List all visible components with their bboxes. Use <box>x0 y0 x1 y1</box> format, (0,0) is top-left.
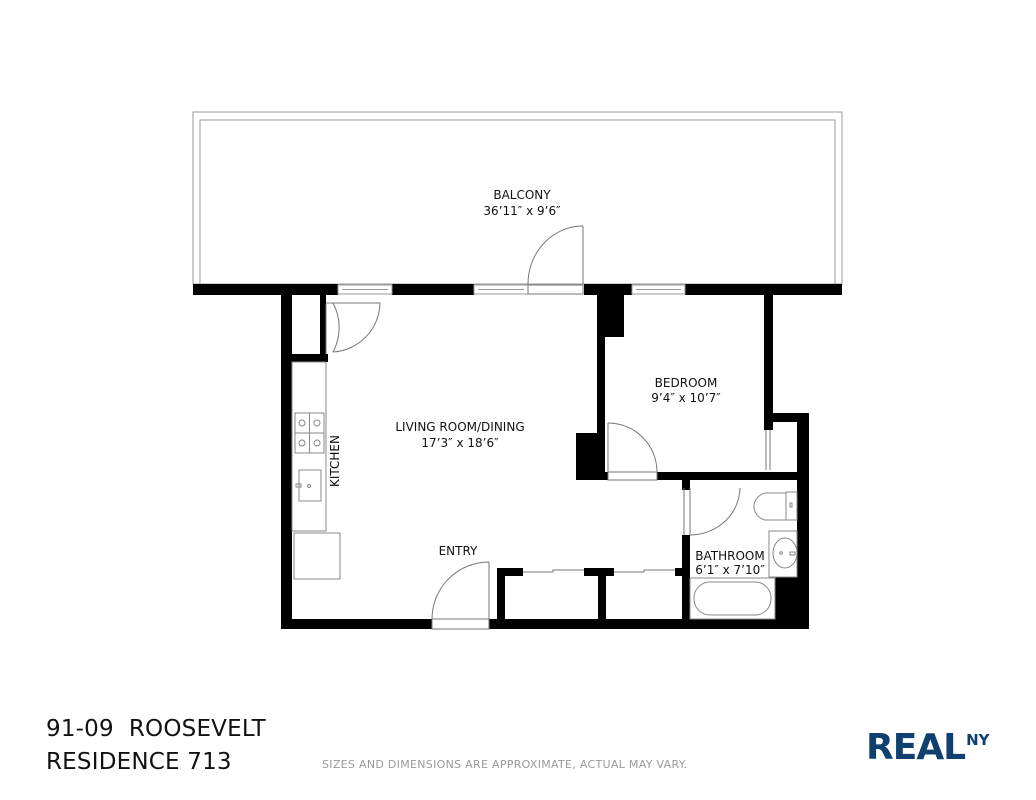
living-room-dims: 17’3″ x 18’6″ <box>421 436 499 450</box>
address-line-2: RESIDENCE 713 <box>46 749 232 775</box>
realny-logo: REALNY <box>866 728 990 768</box>
bathroom-dims: 6’1″ x 7’10″ <box>695 563 765 577</box>
bathroom-fixtures <box>689 491 798 620</box>
balcony-dims: 36’11″ x 9’6″ <box>483 204 561 218</box>
windows <box>337 284 686 295</box>
doors <box>325 225 771 630</box>
logo-main: REAL <box>866 727 966 768</box>
kitchen-fixtures <box>291 361 341 580</box>
bathroom-name: BATHROOM <box>695 549 764 563</box>
disclaimer: SIZES AND DIMENSIONS ARE APPROXIMATE, AC… <box>322 758 688 771</box>
kitchen-name: KITCHEN <box>328 435 342 487</box>
balcony <box>192 111 843 285</box>
entry-name: ENTRY <box>439 544 478 558</box>
walls <box>193 284 842 629</box>
bedroom-name: BEDROOM <box>655 376 718 390</box>
balcony-name: BALCONY <box>493 188 551 202</box>
address-line-1: 91-09 ROOSEVELT <box>46 716 266 742</box>
bedroom-dims: 9’4″ x 10’7″ <box>651 391 721 405</box>
logo-sup: NY <box>966 731 990 749</box>
living-room-name: LIVING ROOM/DINING <box>395 420 524 434</box>
